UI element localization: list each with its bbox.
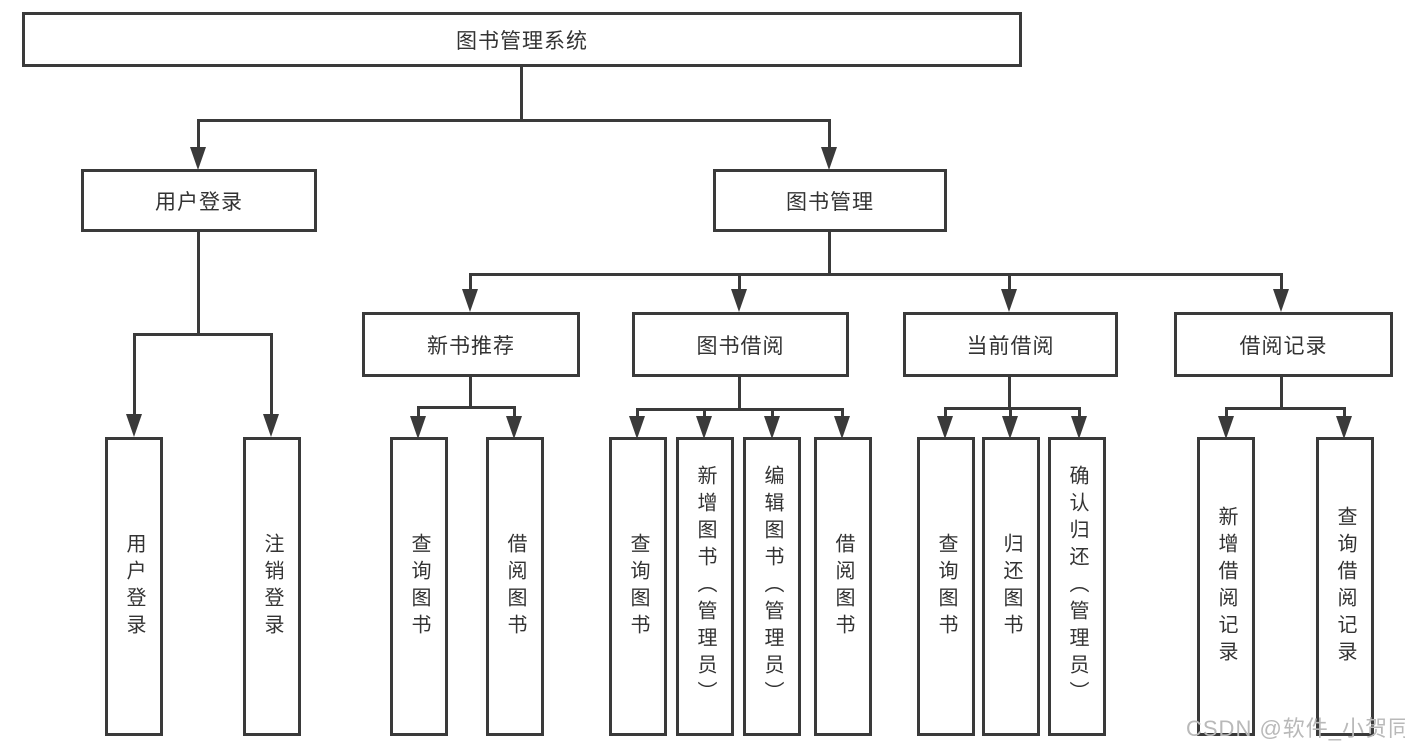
connector-line — [133, 333, 273, 336]
node-borrow-records: 借阅记录 — [1174, 312, 1393, 377]
leaf-label: 注销登录 — [261, 532, 283, 641]
connector-line — [417, 406, 516, 409]
node-label: 当前借阅 — [966, 334, 1055, 358]
leaf-label: 查询图书 — [408, 532, 430, 641]
arrowhead-icon — [1071, 416, 1087, 439]
connector-line — [1009, 407, 1012, 417]
connector-line — [1008, 273, 1011, 290]
leaf-user-login: 用户登录 — [105, 437, 163, 736]
connector-line — [1008, 377, 1011, 410]
connector-line — [417, 406, 420, 417]
connector-line — [944, 407, 1081, 410]
leaf-label: 借阅图书 — [504, 532, 526, 641]
connector-line — [133, 333, 136, 415]
arrowhead-icon — [1273, 289, 1289, 312]
node-label: 借阅记录 — [1239, 334, 1328, 358]
leaf-query-books-newbook: 查询图书 — [390, 437, 448, 736]
arrowhead-icon — [126, 414, 142, 437]
leaf-confirm-return-admin: 确认归还（管理员） — [1048, 437, 1106, 736]
node-label: 图书管理 — [786, 190, 874, 214]
arrowhead-icon — [1336, 416, 1352, 439]
node-label: 用户登录 — [155, 190, 243, 214]
arrowhead-icon — [190, 147, 206, 170]
leaf-query-borrow-record: 查询借阅记录 — [1316, 437, 1374, 736]
leaf-label: 新增借阅记录 — [1215, 505, 1237, 668]
node-new-book-recommend: 新书推荐 — [362, 312, 580, 377]
node-book-borrow: 图书借阅 — [632, 312, 849, 377]
connector-line — [944, 407, 947, 417]
arrowhead-icon — [764, 416, 780, 439]
arrowhead-icon — [410, 416, 426, 439]
connector-line — [841, 408, 844, 417]
arrowhead-icon — [821, 147, 837, 170]
arrowhead-icon — [1001, 289, 1017, 312]
leaf-label: 归还图书 — [1000, 532, 1022, 641]
leaf-label: 借阅图书 — [832, 532, 854, 641]
connector-line — [1343, 407, 1346, 417]
leaf-add-books-admin: 新增图书（管理员） — [676, 437, 734, 736]
leaf-label: 查询图书 — [935, 532, 957, 641]
leaf-label: 确认归还（管理员） — [1066, 465, 1088, 708]
leaf-add-borrow-record: 新增借阅记录 — [1197, 437, 1255, 736]
connector-line — [703, 408, 706, 417]
connector-line — [738, 273, 741, 290]
node-book-management: 图书管理 — [713, 169, 947, 232]
connector-line — [1280, 273, 1283, 290]
arrowhead-icon — [1218, 416, 1234, 439]
leaf-edit-books-admin: 编辑图书（管理员） — [743, 437, 801, 736]
leaf-query-books-borrow: 查询图书 — [609, 437, 667, 736]
leaf-borrow-books-borrow: 借阅图书 — [814, 437, 872, 736]
arrowhead-icon — [506, 416, 522, 439]
connector-line — [636, 408, 844, 411]
connector-line — [197, 119, 831, 122]
connector-line — [197, 232, 200, 336]
arrowhead-icon — [1002, 416, 1018, 439]
leaf-return-books: 归还图书 — [982, 437, 1040, 736]
arrowhead-icon — [629, 416, 645, 439]
leaf-label: 查询图书 — [627, 532, 649, 641]
connector-line — [270, 333, 273, 415]
connector-line — [1078, 407, 1081, 417]
leaf-query-books-current: 查询图书 — [917, 437, 975, 736]
leaf-label: 编辑图书（管理员） — [761, 465, 783, 708]
connector-line — [520, 65, 523, 122]
connector-line — [469, 273, 472, 290]
node-label: 图书借阅 — [696, 334, 785, 358]
leaf-label: 用户登录 — [123, 532, 145, 641]
leaf-label: 查询借阅记录 — [1334, 505, 1356, 668]
connector-line — [738, 377, 741, 411]
node-label: 图书管理系统 — [456, 29, 588, 53]
node-current-borrow: 当前借阅 — [903, 312, 1118, 377]
leaf-label: 新增图书（管理员） — [694, 465, 716, 708]
node-label: 新书推荐 — [427, 334, 515, 358]
arrowhead-icon — [696, 416, 712, 439]
arrowhead-icon — [462, 289, 478, 312]
leaf-logout: 注销登录 — [243, 437, 301, 736]
node-library-system: 图书管理系统 — [22, 12, 1022, 67]
connector-line — [1225, 407, 1228, 417]
node-user-login: 用户登录 — [81, 169, 317, 232]
connector-line — [197, 119, 200, 149]
arrowhead-icon — [937, 416, 953, 439]
connector-line — [636, 408, 639, 417]
connector-line — [771, 408, 774, 417]
connector-line — [469, 273, 1283, 276]
connector-line — [513, 406, 516, 417]
csdn-watermark: CSDN @软件_小贺同学 — [1186, 716, 1405, 741]
connector-line — [1225, 407, 1346, 410]
arrowhead-icon — [731, 289, 747, 312]
leaf-borrow-books-newbook: 借阅图书 — [486, 437, 544, 736]
connector-line — [1280, 377, 1283, 410]
connector-line — [828, 230, 831, 276]
arrowhead-icon — [263, 414, 279, 437]
arrowhead-icon — [834, 416, 850, 439]
connector-line — [828, 119, 831, 149]
connector-line — [469, 377, 472, 409]
